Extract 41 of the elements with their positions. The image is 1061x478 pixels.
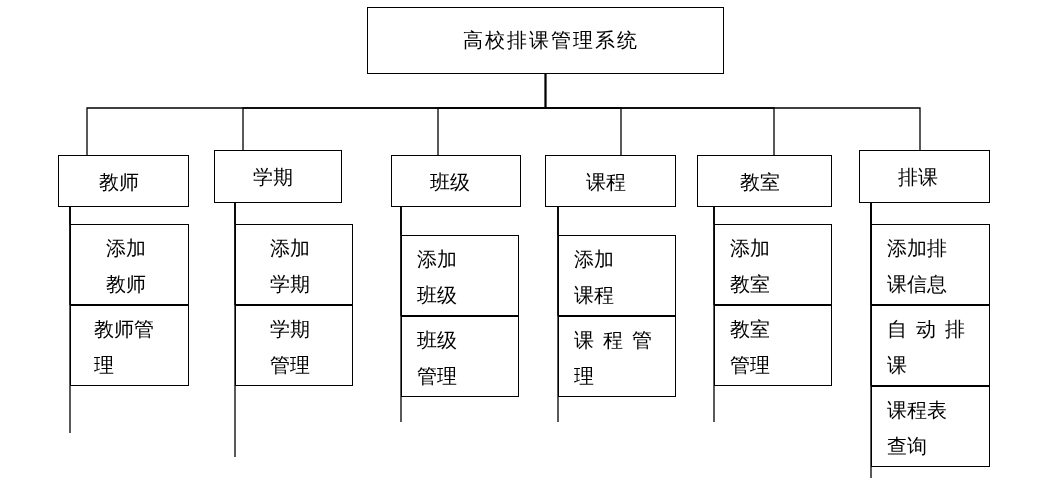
function-box [70,305,189,386]
box-label: 添加学期 [270,235,311,298]
box-label: 学期 [253,164,294,191]
box-label: 教室 [740,169,781,196]
function-box [871,224,990,305]
box-label: 添加课程 [574,246,615,309]
function-box [714,305,832,386]
function-box [714,224,832,305]
function-box [871,386,990,467]
box-label: 排课 [898,164,939,191]
root-box [367,7,724,74]
category-box [697,155,832,207]
box-label: 班级管理 [417,327,458,390]
box-label: 高校排课管理系统 [463,27,640,54]
box-label: 添加教师 [106,235,147,298]
box-label: 教师 [99,169,140,196]
box-label: 自动排课 [887,316,975,379]
category-box [391,155,521,207]
category-box [545,155,676,207]
category-box [214,150,342,203]
function-box [558,235,676,316]
box-label: 班级 [430,169,471,196]
category-box [58,155,189,207]
box-label: 添加班级 [417,246,458,309]
function-box [558,316,676,397]
function-box [401,235,519,316]
box-label: 课程管理 [574,327,662,390]
function-box [871,305,990,386]
box-label: 学期管理 [270,316,311,379]
function-box [235,224,353,305]
box-label: 课程 [586,169,627,196]
box-label: 添加教室 [730,235,771,298]
connector-line [544,73,921,151]
function-box [235,305,353,386]
function-box [401,316,519,397]
box-label: 课程表查询 [887,397,948,460]
box-label: 教师管理 [94,316,155,379]
box-label: 教室管理 [730,316,771,379]
box-label: 添加排课信息 [887,235,948,298]
category-box [859,150,990,203]
function-box [70,224,189,305]
